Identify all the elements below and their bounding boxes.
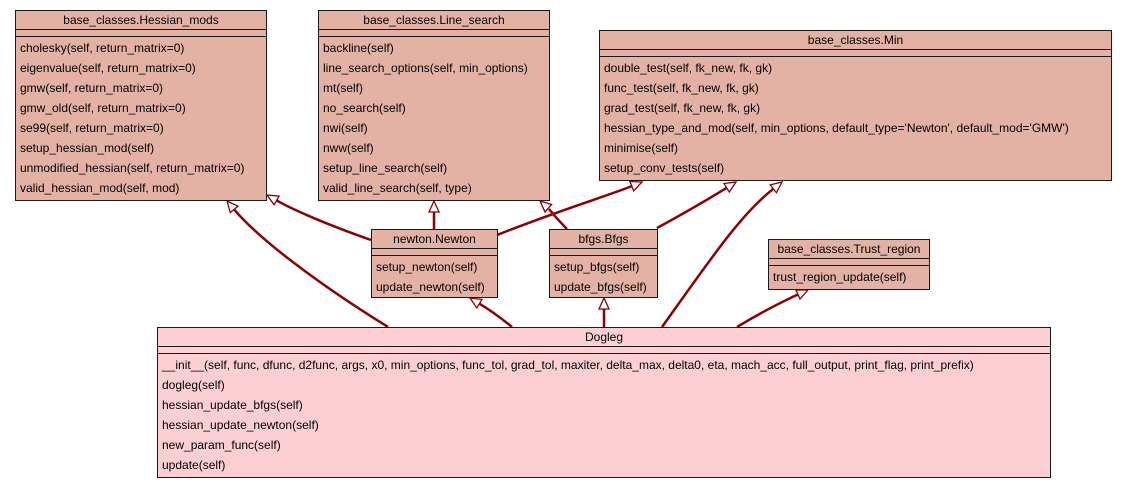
inheritance-arrowhead-icon xyxy=(427,199,441,213)
inheritance-arrowhead-icon xyxy=(722,181,738,194)
attributes-compartment xyxy=(550,249,657,256)
method-item[interactable]: double_test(self, fk_new, fk, gk) xyxy=(604,61,773,75)
methods-compartment: trust_region_update(self) xyxy=(769,266,929,287)
method-item[interactable]: func_test(self, fk_new, fk, gk) xyxy=(604,81,759,95)
class-name: base_classes.Min xyxy=(600,31,1111,50)
class-name: Dogleg xyxy=(158,328,1050,347)
method-item[interactable]: nww(self) xyxy=(323,141,374,155)
inheritance-arrowhead-icon xyxy=(628,180,644,192)
class-dogleg[interactable]: Dogleg __init__(self, func, dfunc, d2func… xyxy=(157,327,1051,478)
method-item[interactable]: mt(self) xyxy=(323,81,363,95)
method-item[interactable]: setup_conv_tests(self) xyxy=(604,161,725,175)
method-item[interactable]: trust_region_update(self) xyxy=(773,270,907,284)
inheritance-edge-bfgs-min xyxy=(656,186,728,230)
inheritance-arrowhead-icon xyxy=(468,297,484,310)
method-item[interactable]: backline(self) xyxy=(323,41,394,55)
method-item[interactable]: no_search(self) xyxy=(323,101,406,115)
class-min[interactable]: base_classes.Min double_test(self, fk_new… xyxy=(599,30,1112,181)
method-item[interactable]: line_search_options(self, min_options) xyxy=(323,61,528,75)
method-item[interactable]: nwi(self) xyxy=(323,121,368,135)
class-name: newton.Newton xyxy=(372,230,497,249)
attributes-compartment xyxy=(16,30,266,37)
inheritance-arrowhead-icon xyxy=(225,199,240,214)
inheritance-edge-dogleg-min xyxy=(660,187,775,328)
method-item[interactable]: hessian_type_and_mod(self, min_options, … xyxy=(604,121,1069,135)
inheritance-edge-newton-hessian xyxy=(275,199,372,242)
method-item[interactable]: se99(self, return_matrix=0) xyxy=(20,121,164,135)
method-item[interactable]: valid_line_search(self, type) xyxy=(323,181,472,195)
method-item[interactable]: gmw_old(self, return_matrix=0) xyxy=(20,101,186,115)
inheritance-edge-dogleg-newton xyxy=(478,302,513,328)
methods-compartment: setup_newton(self) update_newton(self) xyxy=(372,256,497,297)
methods-compartment: backline(self) line_search_options(self, … xyxy=(319,37,549,198)
class-newton[interactable]: newton.Newton setup_newton(self) update_ne… xyxy=(371,229,498,298)
class-trust-region[interactable]: base_classes.Trust_region trust_region_up… xyxy=(768,239,930,290)
inheritance-arrowhead-icon xyxy=(597,296,611,310)
method-item[interactable]: setup_newton(self) xyxy=(376,260,478,274)
class-line-search[interactable]: base_classes.Line_search backline(self) li… xyxy=(318,10,550,201)
class-bfgs[interactable]: bfgs.Bfgs setup_bfgs(self) update_bfgs(sel… xyxy=(549,229,658,298)
attributes-compartment xyxy=(158,347,1050,354)
method-item[interactable]: gmw(self, return_matrix=0) xyxy=(20,81,164,95)
methods-compartment: cholesky(self, return_matrix=0) eigenvalu… xyxy=(16,37,266,198)
method-item[interactable]: unmodified_hessian(self, return_matrix=0… xyxy=(20,161,245,175)
method-item[interactable]: new_param_func(self) xyxy=(162,438,281,452)
class-name: base_classes.Line_search xyxy=(319,11,549,30)
class-name: base_classes.Trust_region xyxy=(769,240,929,259)
class-hessian-mods[interactable]: base_classes.Hessian_mods cholesky(self, … xyxy=(15,10,267,201)
inheritance-edge-dogleg-trust xyxy=(736,293,799,329)
method-item[interactable]: update_newton(self) xyxy=(376,280,485,294)
methods-compartment: double_test(self, fk_new, fk, gk) func_te… xyxy=(600,57,1111,178)
method-item[interactable]: hessian_update_newton(self) xyxy=(162,418,319,432)
inheritance-arrowhead-icon xyxy=(538,199,553,214)
method-item[interactable]: __init__(self, func, dfunc, d2func, args… xyxy=(162,358,974,372)
method-item[interactable]: eigenvalue(self, return_matrix=0) xyxy=(20,61,196,75)
method-item[interactable]: setup_bfgs(self) xyxy=(554,260,640,274)
inheritance-arrowhead-icon xyxy=(265,194,281,206)
method-item[interactable]: update_bfgs(self) xyxy=(554,280,647,294)
method-item[interactable]: update(self) xyxy=(162,458,226,472)
attributes-compartment xyxy=(372,249,497,256)
inheritance-arrowhead-icon xyxy=(769,181,784,194)
class-name: bfgs.Bfgs xyxy=(550,230,657,249)
inheritance-arrowhead-icon xyxy=(794,289,810,301)
method-item[interactable]: dogleg(self) xyxy=(162,378,225,392)
method-item[interactable]: grad_test(self, fk_new, fk, gk) xyxy=(604,101,761,115)
methods-compartment: setup_bfgs(self) update_bfgs(self) xyxy=(550,256,657,297)
inheritance-edge-newton-min xyxy=(496,184,633,237)
class-name: base_classes.Hessian_mods xyxy=(16,11,266,30)
method-item[interactable]: minimise(self) xyxy=(604,141,679,155)
method-item[interactable]: hessian_update_bfgs(self) xyxy=(162,398,303,412)
method-item[interactable]: setup_line_search(self) xyxy=(323,161,448,175)
attributes-compartment xyxy=(319,30,549,37)
method-item[interactable]: cholesky(self, return_matrix=0) xyxy=(20,41,185,55)
inheritance-edge-dogleg-hessian xyxy=(233,208,389,329)
method-item[interactable]: valid_hessian_mod(self, mod) xyxy=(20,181,180,195)
attributes-compartment xyxy=(769,259,929,266)
attributes-compartment xyxy=(600,50,1111,57)
methods-compartment: __init__(self, func, dfunc, d2func, args… xyxy=(158,354,1050,475)
method-item[interactable]: setup_hessian_mod(self) xyxy=(20,141,155,155)
